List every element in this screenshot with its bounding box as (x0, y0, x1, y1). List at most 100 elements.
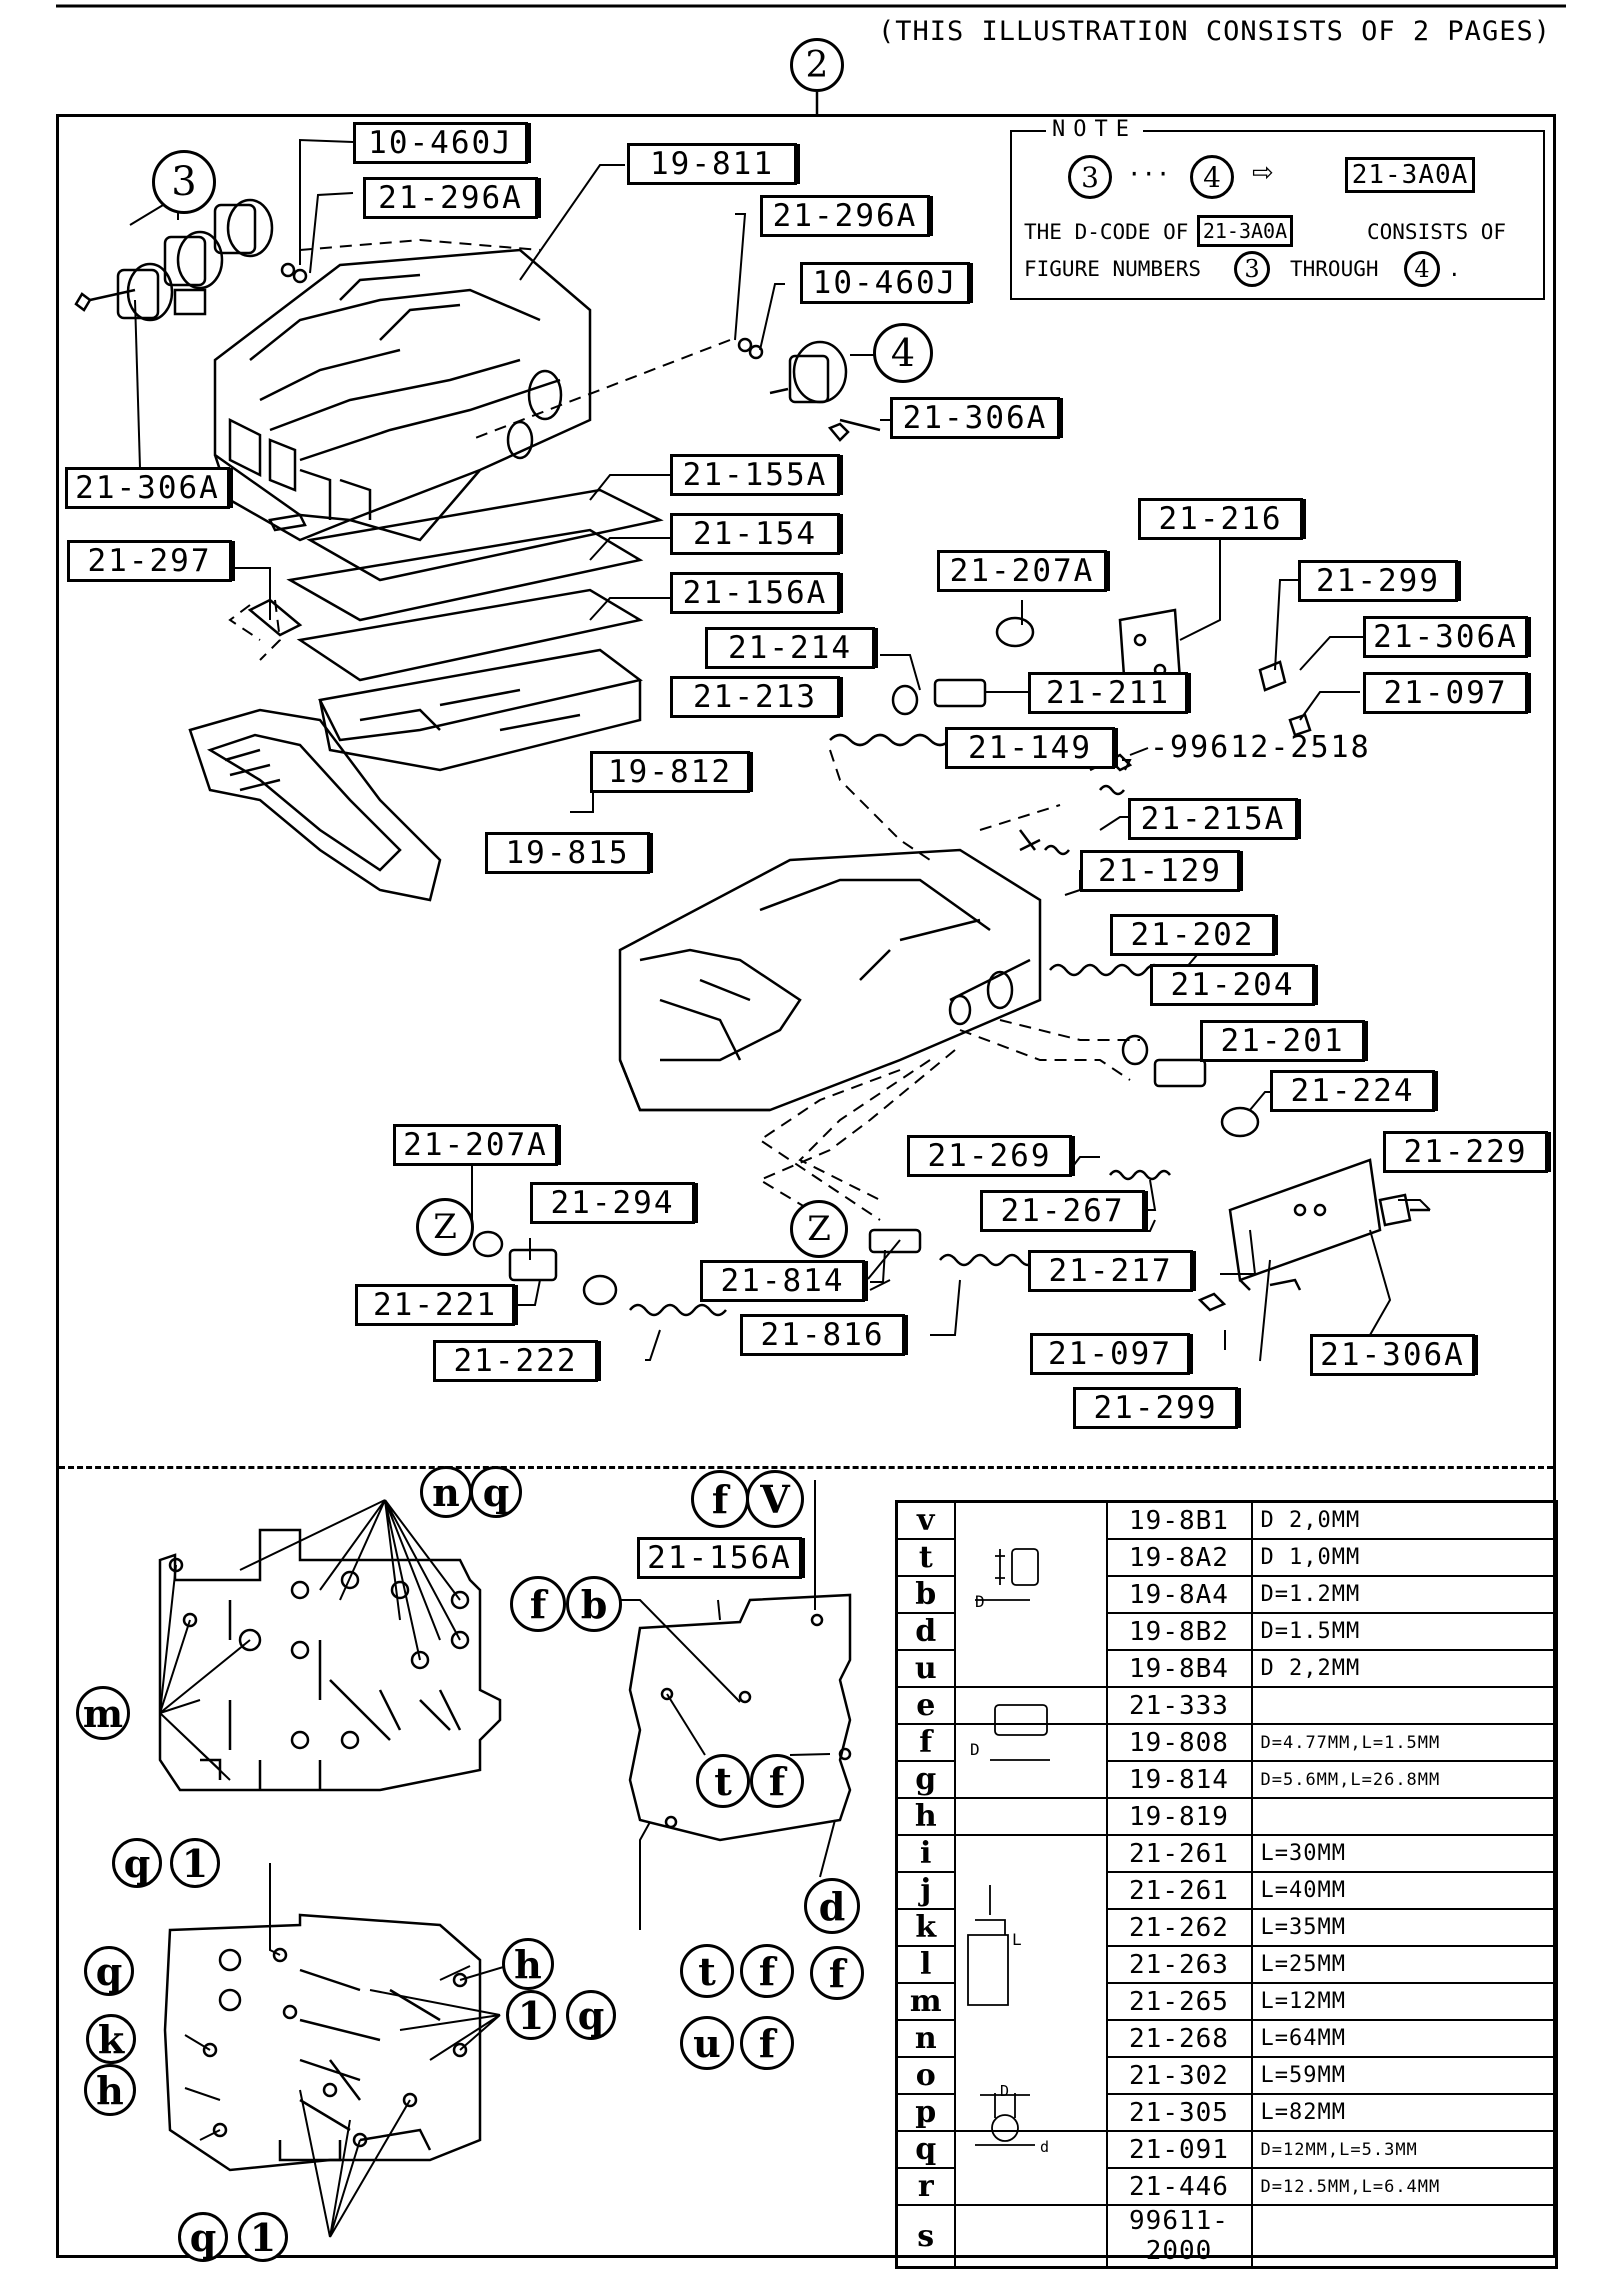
table-row-spec (1250, 1686, 1558, 1725)
callout-21-129[interactable]: 21-129 (1080, 850, 1240, 892)
table-row-spec: L=40MM (1250, 1871, 1558, 1910)
callout-21-216[interactable]: 21-216 (1138, 498, 1303, 540)
callout-21-207A-b[interactable]: 21-207A (393, 1124, 558, 1166)
callout-19-815[interactable]: 19-815 (485, 832, 650, 874)
pic-label-d2: D (970, 1740, 980, 1759)
ref-q-left1: q (112, 1838, 162, 1888)
table-row-part-code[interactable]: 99611-2000 (1105, 2204, 1253, 2269)
note-arrow: ⇨ (1252, 158, 1274, 188)
table-row-part-code[interactable]: 21-263 (1105, 1945, 1253, 1984)
callout-21-814[interactable]: 21-814 (700, 1260, 865, 1302)
callout-21-222[interactable]: 21-222 (433, 1340, 598, 1382)
table-row-part-code[interactable]: 19-814 (1105, 1760, 1253, 1799)
table-row-part-code[interactable]: 19-8B4 (1105, 1649, 1253, 1688)
ref-t-bottom: t (680, 1944, 734, 1998)
callout-21-097-b[interactable]: 21-097 (1030, 1333, 1190, 1375)
table-row-picture (953, 2094, 1108, 2132)
table-row-picture (953, 1761, 1108, 1799)
section-divider (59, 1466, 1553, 1469)
table-row-part-code[interactable]: 21-261 (1105, 1871, 1253, 1910)
table-row-part-code[interactable]: 21-261 (1105, 1834, 1253, 1873)
table-row-picture (953, 1500, 1108, 1539)
callout-21-149[interactable]: 21-149 (945, 727, 1115, 769)
callout-21-299-a[interactable]: 21-299 (1298, 560, 1458, 602)
callout-21-306A-d[interactable]: 21-306A (1310, 1334, 1475, 1376)
table-row-part-code[interactable]: 21-262 (1105, 1908, 1253, 1947)
callout-21-299-b[interactable]: 21-299 (1073, 1387, 1238, 1429)
lower-valve-body-art (618, 848, 1042, 1112)
illustration-frame (56, 114, 1556, 2258)
callout-21-221[interactable]: 21-221 (355, 1284, 515, 1326)
table-row-part-code[interactable]: 21-446 (1105, 2167, 1253, 2206)
table-row-part-code[interactable]: 19-808 (1105, 1723, 1253, 1762)
table-row-part-code[interactable]: 21-302 (1105, 2056, 1253, 2095)
callout-19-811[interactable]: 19-811 (627, 143, 797, 185)
callout-19-812[interactable]: 19-812 (590, 751, 750, 793)
callout-21-202[interactable]: 21-202 (1110, 914, 1275, 956)
table-row-part-code[interactable]: 19-8A4 (1105, 1575, 1253, 1614)
callout-21-156A-b[interactable]: 21-156A (637, 1537, 802, 1579)
callout-21-267[interactable]: 21-267 (980, 1190, 1145, 1232)
callout-21-215A[interactable]: 21-215A (1128, 798, 1298, 840)
callout-21-155A[interactable]: 21-155A (670, 454, 840, 496)
table-row-picture (953, 1686, 1108, 1725)
table-row-part-code[interactable]: 19-8B2 (1105, 1612, 1253, 1651)
callout-21-156A[interactable]: 21-156A (670, 572, 840, 614)
ref-q-left2: q (84, 1946, 134, 1996)
ref-1-right: 1 (506, 1990, 556, 2040)
bottom-valves-art (472, 1158, 1430, 1317)
table-row-letter: o (895, 2056, 956, 2095)
callout-21-269[interactable]: 21-269 (907, 1135, 1072, 1177)
table-row-part-code[interactable]: 21-091 (1105, 2130, 1253, 2169)
callout-21-294[interactable]: 21-294 (530, 1182, 695, 1224)
callout-21-204[interactable]: 21-204 (1150, 964, 1315, 1006)
callout-21-229[interactable]: 21-229 (1383, 1131, 1548, 1173)
table-row-spec: L=59MM (1250, 2056, 1558, 2095)
table-row-letter: f (895, 1723, 956, 1762)
ref-h-left: h (84, 2064, 136, 2116)
callout-21-217[interactable]: 21-217 (1028, 1250, 1193, 1292)
callout-10-460J-a[interactable]: 10-460J (353, 122, 528, 164)
callout-21-224[interactable]: 21-224 (1270, 1070, 1435, 1112)
table-row-part-code[interactable]: 19-8B1 (1105, 1500, 1253, 1540)
table-row-spec: L=64MM (1250, 2019, 1558, 2058)
callout-21-201[interactable]: 21-201 (1200, 1020, 1365, 1062)
callout-21-213[interactable]: 21-213 (670, 676, 840, 718)
callout-21-296A-a[interactable]: 21-296A (363, 177, 538, 219)
callout-21-097-a[interactable]: 21-097 (1363, 672, 1528, 714)
table-row-part-code[interactable]: 19-819 (1105, 1797, 1253, 1836)
table-row-picture (953, 2057, 1108, 2094)
ref-q-right: q (566, 1990, 616, 2040)
callout-99612-2518[interactable]: -99612-2518 (1150, 730, 1371, 765)
callout-10-460J-b[interactable]: 10-460J (800, 262, 970, 304)
callout-21-297[interactable]: 21-297 (67, 540, 232, 582)
callout-21-306A-c[interactable]: 21-306A (1363, 616, 1528, 658)
note-ref-from-circle: 3 (1068, 155, 1112, 199)
callout-21-214[interactable]: 21-214 (705, 627, 875, 669)
upper-valve-body-art (213, 248, 592, 542)
callout-21-296A-b[interactable]: 21-296A (760, 195, 930, 237)
callout-21-211[interactable]: 21-211 (1028, 672, 1188, 714)
callout-21-207A-a[interactable]: 21-207A (937, 550, 1107, 592)
table-row-part-code[interactable]: 21-268 (1105, 2019, 1253, 2058)
table-row-part-code[interactable]: 21-265 (1105, 1982, 1253, 2021)
ref-1-left1: 1 (170, 1838, 220, 1888)
figure-ref-4: 4 (873, 323, 933, 383)
callout-21-306A-b[interactable]: 21-306A (65, 467, 230, 509)
table-row-part-code[interactable]: 21-305 (1105, 2093, 1253, 2132)
callout-21-154[interactable]: 21-154 (670, 513, 840, 555)
table-row-part-code[interactable]: 19-8A2 (1105, 1538, 1253, 1577)
callout-21-306A-a[interactable]: 21-306A (890, 397, 1060, 439)
table-row-part-code[interactable]: 21-333 (1105, 1686, 1253, 1725)
table-row-letter: e (895, 1686, 956, 1725)
callout-21-816[interactable]: 21-816 (740, 1314, 905, 1356)
figure-ref-z-left: Z (416, 1198, 474, 1256)
table-row-picture (953, 1946, 1108, 1983)
